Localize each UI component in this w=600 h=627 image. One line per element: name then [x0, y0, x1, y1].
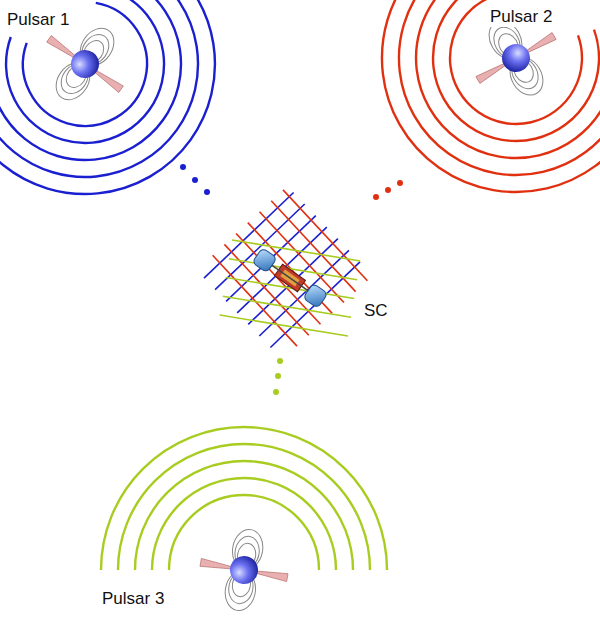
wavefront-arc	[0, 0, 198, 177]
wavefront-arc	[433, 0, 599, 141]
spacecraft-label: SC	[362, 302, 390, 321]
pulsars	[25, 0, 574, 618]
wavefront-arc	[135, 461, 353, 570]
wavefront-arc	[101, 427, 387, 570]
wavefront-arc	[118, 444, 370, 570]
wavefront-arc	[0, 0, 215, 194]
dots	[180, 164, 403, 395]
wave-grid	[204, 190, 367, 348]
wavefront-line	[283, 190, 367, 281]
pulsar-label: Pulsar 3	[100, 590, 166, 609]
spacecraft	[252, 248, 328, 309]
pulsar-star	[194, 522, 295, 618]
wavefront-line	[270, 262, 360, 348]
pulsar-star	[457, 0, 574, 115]
wavefront-line	[232, 240, 360, 261]
wavefront-line	[224, 244, 308, 335]
wavefronts	[0, 0, 600, 570]
wavefront-line	[220, 315, 348, 336]
wavefront-arc	[450, 0, 582, 124]
wavefront-line	[204, 193, 294, 279]
wavefront-arc	[416, 0, 600, 158]
wavefront-arc	[0, 0, 181, 160]
pulsar-label: Pulsar 1	[5, 11, 71, 30]
wavefront-arc	[399, 0, 600, 175]
pulsar-label: Pulsar 2	[488, 8, 554, 27]
wavefront-line	[223, 296, 351, 317]
wavefront-arc	[382, 0, 600, 192]
